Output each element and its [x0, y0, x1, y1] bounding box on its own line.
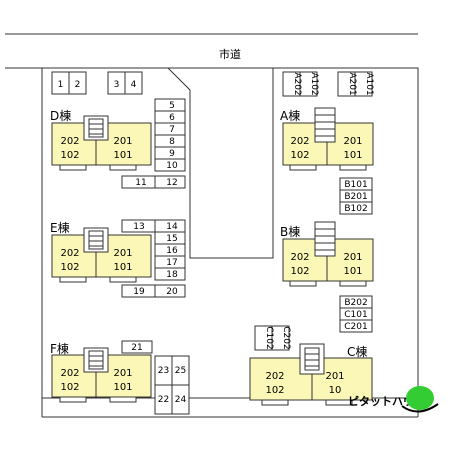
parking-21: 21: [131, 343, 142, 353]
unit-d202: 202: [60, 136, 79, 147]
label-b201: B201: [344, 192, 367, 202]
parking-15: 15: [166, 234, 177, 244]
parking-14: 14: [166, 222, 178, 232]
right-labels-c: B202 C101 C201: [339, 295, 373, 333]
parking-18: 18: [166, 270, 178, 280]
label-a101: A101: [364, 72, 374, 95]
unit-b102: 102: [290, 266, 309, 277]
unit-c101: 10: [329, 385, 342, 396]
parking-6: 6: [169, 113, 175, 123]
label-c202: C202: [281, 326, 291, 349]
parking-2: 2: [75, 80, 81, 90]
unit-f202: 202: [60, 368, 79, 379]
unit-c201: 201: [325, 371, 344, 382]
green-speech-bubble-icon: [406, 386, 434, 410]
unit-e201: 201: [113, 248, 132, 259]
unit-d201: 201: [113, 136, 132, 147]
parking-13-20: 13 14 15 16 17 18 19 20: [121, 219, 186, 298]
building-c: C棟 202 102 201 10: [249, 343, 373, 406]
unit-e202: 202: [60, 248, 79, 259]
logo-swoosh: [401, 403, 439, 413]
label-a202: A202: [292, 72, 302, 95]
unit-f101: 101: [113, 382, 132, 393]
parking-11: 11: [135, 178, 146, 188]
parking-22: 22: [158, 395, 169, 405]
label-c101: C101: [344, 310, 367, 320]
label-a102: A102: [309, 72, 319, 95]
parking-7: 7: [169, 125, 175, 135]
label-c102: C102: [264, 326, 274, 349]
road-label: 市道: [219, 47, 241, 61]
building-b-name: B棟: [280, 224, 300, 239]
label-c201: C201: [344, 322, 367, 332]
label-b102: B102: [344, 204, 367, 214]
building-e: E棟 202 102 201 101: [50, 220, 152, 283]
unit-b202: 202: [290, 252, 309, 263]
building-f-name: F棟: [50, 341, 69, 356]
unit-e101: 101: [113, 262, 132, 273]
vertical-labels-a: A202 A102 A201 A101: [282, 71, 374, 97]
building-b: B棟 202 102 201 101: [280, 221, 374, 287]
building-f: F棟 202 102 201 101: [50, 341, 152, 403]
building-a-name: A棟: [280, 108, 300, 123]
building-c-name: C棟: [347, 344, 367, 359]
parking-13: 13: [133, 222, 144, 232]
building-a: A棟 202 102 201 101: [280, 107, 374, 171]
unit-a102: 102: [290, 150, 309, 161]
unit-d102: 102: [60, 150, 79, 161]
parking-17: 17: [166, 258, 177, 268]
parking-3: 3: [114, 80, 120, 90]
parking-23: 23: [158, 366, 169, 376]
parking-21-box: [121, 340, 153, 354]
parking-1: 1: [58, 80, 64, 90]
parking-11-12: 11 12: [121, 175, 186, 189]
unit-f102: 102: [60, 382, 79, 393]
parking-9: 9: [169, 149, 175, 159]
parking-24: 24: [175, 395, 187, 405]
building-e-name: E棟: [50, 220, 70, 235]
parking-16: 16: [166, 246, 178, 256]
pitat-house-logo: ピタットハウス: [348, 386, 439, 413]
building-d: D棟 202 102 201 101: [50, 108, 152, 171]
unit-c102: 102: [265, 385, 284, 396]
unit-d101: 101: [113, 150, 132, 161]
parking-25: 25: [175, 366, 186, 376]
unit-a202: 202: [290, 136, 309, 147]
unit-a201: 201: [343, 136, 362, 147]
parking-10: 10: [166, 161, 178, 171]
unit-c202: 202: [265, 371, 284, 382]
unit-b101: 101: [343, 266, 362, 277]
parking-19: 19: [133, 287, 145, 297]
right-labels-b: B101 B201 B102: [339, 177, 373, 215]
label-b101: B101: [344, 180, 367, 190]
parking-4: 4: [131, 80, 137, 90]
building-d-name: D棟: [50, 108, 71, 123]
parking-5: 5: [169, 101, 175, 111]
parking-22-25: 23 25 22 24: [154, 355, 190, 415]
parking-top-group: 1 2 3 4: [51, 71, 143, 95]
parking-12: 12: [166, 178, 177, 188]
parking-8: 8: [169, 137, 175, 147]
unit-e102: 102: [60, 262, 79, 273]
unit-f201: 201: [113, 368, 132, 379]
logo-text: ピタットハウス: [348, 395, 425, 408]
unit-a101: 101: [343, 150, 362, 161]
parking-column-5-10: 5 6 7 8 9 10: [154, 98, 186, 172]
label-b202: B202: [344, 298, 367, 308]
unit-b201: 201: [343, 252, 362, 263]
label-a201: A201: [347, 72, 357, 95]
vertical-labels-c: C102 C202: [254, 325, 291, 351]
parking-20: 20: [166, 287, 178, 297]
